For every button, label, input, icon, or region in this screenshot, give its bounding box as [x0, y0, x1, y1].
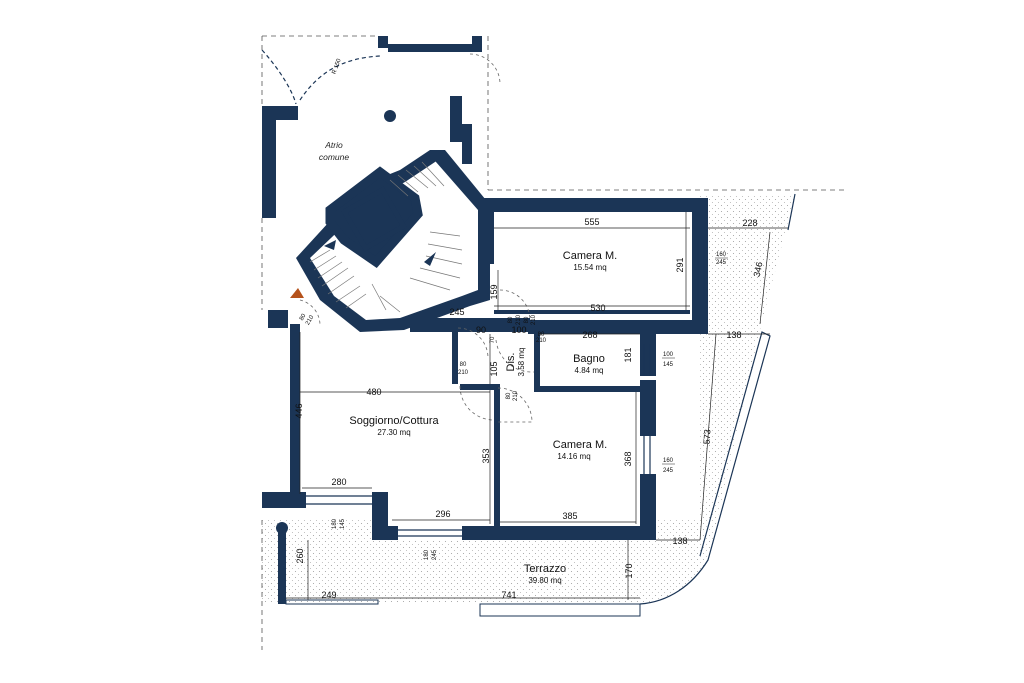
dim-368: 368 [623, 451, 633, 466]
atrio-label-line2: comune [319, 152, 350, 162]
dim-296: 296 [435, 509, 450, 519]
dim-353: 353 [481, 448, 491, 463]
terrace-floor [262, 194, 795, 604]
door-80-210-a-a: 80 [460, 362, 467, 368]
terrazzo-name: Terrazzo [524, 563, 566, 575]
opening-labels: 160 245 100 145 160 245 180 145 180 245 … [299, 57, 728, 560]
walls [262, 36, 796, 617]
door-80-210-c-a: 80 [508, 316, 514, 323]
window-100-145-b: 145 [663, 362, 674, 368]
camera-mid-area: 14.16 mq [557, 452, 590, 461]
dim-530: 530 [590, 303, 605, 313]
door-swings [299, 53, 535, 423]
dim-280: 280 [331, 477, 346, 487]
dim-170: 170 [624, 563, 634, 578]
dim-181: 181 [623, 347, 633, 362]
door-80-210-b-b: 210 [513, 390, 519, 401]
dim-446: 446 [294, 403, 304, 418]
door-80-210-e-b: 210 [536, 338, 547, 344]
bagno-area: 4.84 mq [575, 366, 604, 375]
camera-mid-name: Camera M. [553, 439, 607, 451]
dim-573: 573 [701, 429, 712, 445]
dim-268: 268 [582, 330, 597, 340]
window-180-245-b: 245 [432, 549, 438, 560]
window-160-245-top-a: 160 [716, 252, 727, 258]
door-80-210-d-a: 80 [524, 316, 530, 323]
dis-name: Dis. [505, 353, 517, 372]
dim-480: 480 [366, 387, 381, 397]
common-area-outline [261, 35, 846, 650]
atrio-label-line1: Atrio [324, 140, 343, 150]
dimension-lines [286, 212, 788, 600]
dim-100: 100 [511, 325, 526, 335]
dis-area: 3.58 mq [517, 348, 526, 377]
window-180-245-a: 180 [424, 549, 430, 560]
dim-291: 291 [675, 257, 685, 272]
dim-555: 555 [584, 217, 599, 227]
bagno-name: Bagno [573, 353, 605, 365]
door-80-210-d-b: 210 [531, 314, 537, 325]
radius-150-label: R 150 [332, 57, 343, 75]
dim-70-label: 70 [490, 336, 496, 343]
window-160-245-mid-a: 160 [663, 458, 674, 464]
window-160-245-mid-b: 245 [663, 468, 674, 474]
dim-249: 249 [321, 590, 336, 600]
dim-228: 228 [742, 218, 757, 228]
door-80-210-a-b: 210 [458, 370, 469, 376]
door-80-210-b-a: 80 [506, 392, 512, 399]
window-180-145-b: 145 [340, 518, 346, 529]
door-80-210-f-b: 210 [305, 314, 316, 326]
dim-138-bottom: 138 [672, 536, 687, 546]
stair-arrow-marker [290, 288, 304, 298]
dim-159: 159 [489, 284, 499, 299]
dim-105: 105 [489, 361, 499, 376]
dim-741: 741 [501, 590, 516, 600]
window-180-145-a: 180 [332, 518, 338, 529]
door-80-210-e-a: 80 [538, 332, 545, 338]
terrazzo-area: 39.80 mq [528, 576, 561, 585]
dim-346: 346 [752, 261, 765, 278]
window-100-145-a: 100 [663, 352, 674, 358]
door-80-210-c-b: 210 [516, 314, 522, 325]
door-80-210-f-a: 80 [299, 313, 308, 322]
camera-top-area: 15.54 mq [573, 263, 606, 272]
camera-top-name: Camera M. [563, 250, 617, 262]
window-160-245-top-b: 245 [716, 260, 727, 266]
soggiorno-area: 27.30 mq [377, 428, 410, 437]
dim-90: 90 [476, 325, 486, 335]
dim-260: 260 [295, 548, 305, 563]
dim-245: 245 [449, 307, 464, 317]
dim-138-top: 138 [726, 330, 741, 340]
windows [306, 240, 705, 537]
soggiorno-name: Soggiorno/Cottura [349, 415, 439, 427]
dim-385: 385 [562, 511, 577, 521]
